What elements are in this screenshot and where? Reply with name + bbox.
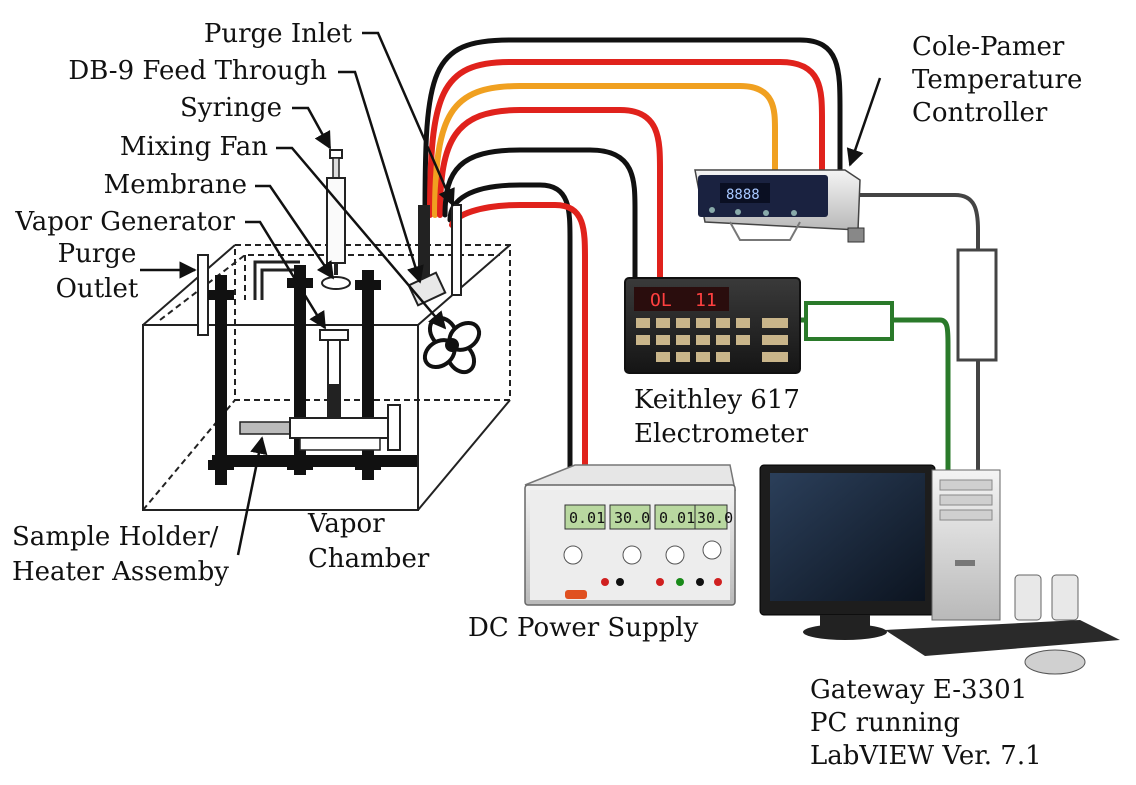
dc-power-supply: 0.01 30.0 0.01 30.0	[524, 464, 736, 606]
black-wire-electrometer	[442, 147, 638, 281]
label-dc-power-supply: DC Power Supply	[468, 613, 699, 643]
syringe	[326, 149, 346, 275]
label-electrometer-1: Keithley 617	[634, 385, 800, 415]
label-vapor-chamber-2: Chamber	[308, 544, 430, 574]
vapor-generator	[319, 329, 349, 420]
label-purge-outlet-1: Purge	[58, 239, 137, 269]
sample-holder	[212, 404, 417, 467]
label-db9-feed-through: DB-9 Feed Through	[68, 56, 327, 86]
mixing-fan	[422, 315, 482, 375]
arrow-db9	[338, 70, 424, 284]
arrow-purge-inlet	[362, 31, 455, 207]
label-pc-3: LabVIEW Ver. 7.1	[810, 741, 1042, 771]
arrow-syringe	[292, 106, 332, 150]
ps-readout-3: 0.01	[659, 509, 695, 527]
ps-readout-1: 0.01	[569, 509, 605, 527]
arrow-mixing-fan	[276, 146, 447, 330]
membrane	[321, 276, 351, 290]
db9-connector	[407, 271, 447, 307]
label-vapor-chamber-1: Vapor	[307, 509, 385, 539]
electrometer-display-2: 11	[695, 290, 717, 311]
label-mixing-fan: Mixing Fan	[120, 132, 268, 162]
label-membrane: Membrane	[104, 170, 247, 200]
label-purge-outlet-2: Outlet	[56, 274, 139, 304]
green-cable-adapter	[804, 301, 894, 341]
gateway-pc	[759, 464, 1120, 675]
label-sample-holder-2: Heater Assemby	[12, 557, 229, 587]
black-wire-power-supply	[447, 182, 573, 473]
temperature-controller: 8888	[694, 169, 865, 243]
gray-cable-adapter	[956, 248, 998, 362]
chamber-front-face	[142, 324, 419, 511]
red-wire-power-supply	[449, 202, 588, 473]
red-wire-electrometer	[437, 107, 663, 281]
arrow-membrane	[255, 184, 335, 280]
arrow-temp-controller	[846, 77, 882, 167]
labels: Purge Inlet DB-9 Feed Through Syringe Mi…	[12, 19, 1082, 771]
red-wire-temp-controller	[427, 59, 825, 218]
label-sample-holder-1: Sample Holder/	[12, 522, 219, 552]
label-pc-2: PC running	[810, 708, 960, 738]
label-purge-inlet: Purge Inlet	[204, 19, 353, 49]
arrow-sample-holder	[236, 436, 268, 556]
label-electrometer-2: Electrometer	[634, 419, 809, 449]
svg-text:8888: 8888	[726, 187, 760, 203]
green-wire-electrometer-pc	[797, 317, 951, 473]
black-wire-temp-controller-1	[422, 37, 843, 218]
arrow-vapor-generator	[245, 220, 327, 330]
chamber-hidden-edge	[142, 399, 236, 511]
purge-inlet-tube	[451, 204, 462, 296]
leader-lines	[140, 31, 882, 556]
purge-outlet-tube	[197, 254, 209, 336]
label-syringe: Syringe	[180, 93, 282, 123]
threaded-rods	[208, 265, 381, 485]
cable-bundle	[422, 37, 980, 473]
label-temp-controller-1: Cole-Pamer	[912, 32, 1065, 62]
orange-wire-temp-controller	[432, 83, 778, 218]
electrometer-display: OL	[650, 290, 672, 311]
ps-readout-2: 30.0	[614, 509, 650, 527]
label-vapor-generator: Vapor Generator	[14, 207, 235, 237]
chamber-lid-rim	[159, 254, 500, 321]
ps-readout-4: 30.0	[697, 509, 733, 527]
label-temp-controller-3: Controller	[912, 98, 1048, 128]
label-temp-controller-2: Temperature	[912, 65, 1082, 95]
label-pc-1: Gateway E-3301	[810, 675, 1027, 705]
keithley-electrometer: OL 11	[624, 277, 801, 374]
